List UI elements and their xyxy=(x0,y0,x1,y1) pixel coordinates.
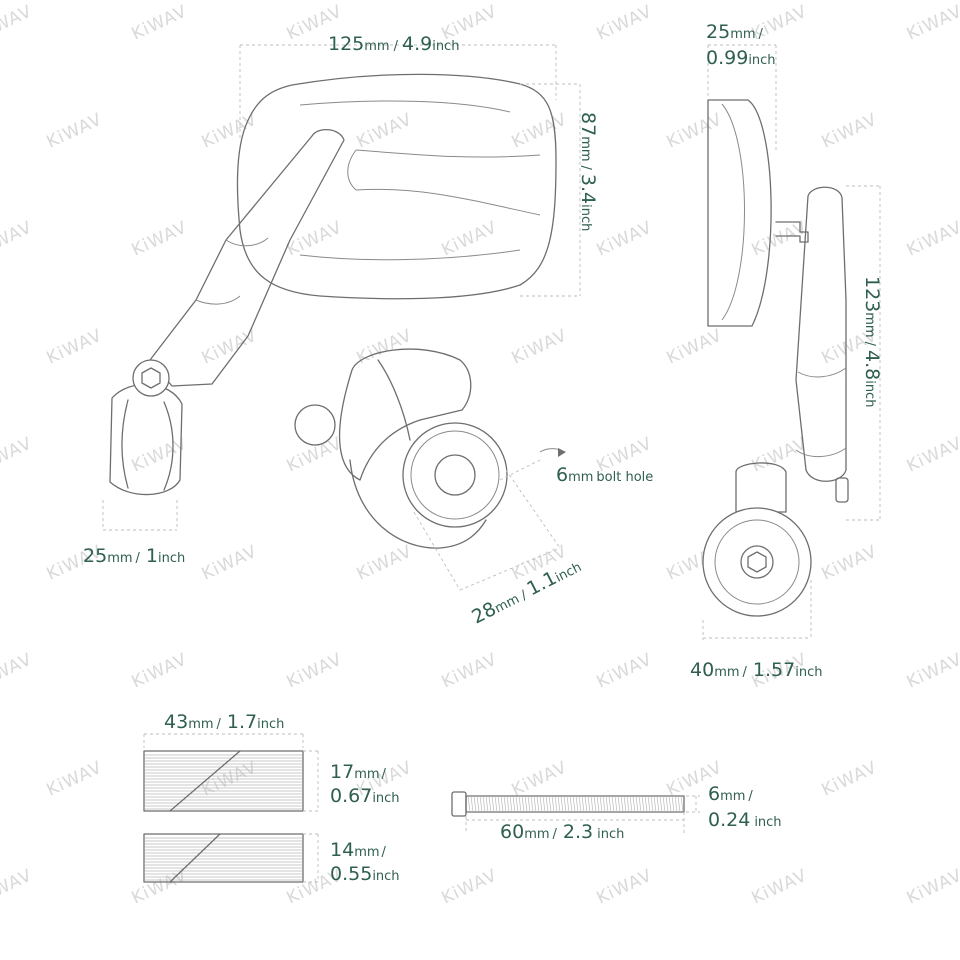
watermark-text: KiWAV xyxy=(354,326,416,369)
bolt-diameter-label-line1: 6mm/ xyxy=(708,783,753,805)
watermark-text: KiWAV xyxy=(199,110,261,153)
watermark-text: KiWAV xyxy=(0,434,36,477)
watermark-text: KiWAV xyxy=(664,110,726,153)
watermark-text: KiWAV xyxy=(509,110,571,153)
watermark-text: KiWAV xyxy=(0,218,36,261)
watermark-text: KiWAV xyxy=(284,218,346,261)
watermark-text: KiWAV xyxy=(749,434,811,477)
shim2-height-label-line2: 0.55inch xyxy=(330,863,400,885)
side-depth-label-line2: 0.99inch xyxy=(706,47,776,69)
watermark-text: KiWAV xyxy=(439,866,501,909)
shim-width-label: 43mm/1.7inch xyxy=(164,711,284,733)
watermark-text: KiWAV xyxy=(749,866,811,909)
watermark-text: KiWAV xyxy=(904,2,960,45)
watermark-text: KiWAV xyxy=(594,218,656,261)
mirror-height-label: 87mm/3.4inch xyxy=(577,112,599,231)
base-width-label: 40mm/1.57inch xyxy=(690,659,822,681)
side-view xyxy=(702,99,849,617)
clamp-width-label: 25mm/1inch xyxy=(83,545,185,567)
watermark-text: KiWAV xyxy=(594,2,656,45)
watermark-text: KiWAV xyxy=(904,434,960,477)
shim-17mm xyxy=(143,750,304,812)
watermark-text: KiWAV xyxy=(904,218,960,261)
shim1-height-label-line1: 17mm/ xyxy=(330,761,387,783)
watermark-text: KiWAV xyxy=(354,110,416,153)
watermark-text: KiWAV xyxy=(819,110,881,153)
watermark-text: KiWAV xyxy=(749,218,811,261)
watermark-text: KiWAV xyxy=(439,650,501,693)
shim2-height-label-line1: 14mm/ xyxy=(330,839,387,861)
watermark-text: KiWAV xyxy=(509,758,571,801)
watermark-text: KiWAV xyxy=(0,866,36,909)
watermark-text: KiWAV xyxy=(594,866,656,909)
watermark-text: KiWAV xyxy=(44,758,106,801)
watermark-text: KiWAV xyxy=(199,326,261,369)
watermark-text: KiWAV xyxy=(129,650,191,693)
clamp-detail xyxy=(294,348,566,549)
front-view-mirror xyxy=(236,73,557,300)
watermark-text: KiWAV xyxy=(44,326,106,369)
watermark-text: KiWAV xyxy=(819,758,881,801)
watermark-text: KiWAV xyxy=(904,650,960,693)
watermark-text: KiWAV xyxy=(664,326,726,369)
watermark-text: KiWAV xyxy=(284,650,346,693)
watermark-text: KiWAV xyxy=(129,218,191,261)
watermark-text: KiWAV xyxy=(819,542,881,585)
watermark-text: KiWAV xyxy=(129,2,191,45)
watermark-text: KiWAV xyxy=(594,650,656,693)
watermark-text: KiWAV xyxy=(509,326,571,369)
watermark-text: KiWAV xyxy=(0,650,36,693)
watermark-text: KiWAV xyxy=(284,434,346,477)
watermark-text: KiWAV xyxy=(0,2,36,45)
bolt-60mm xyxy=(451,791,685,817)
front-view-arm xyxy=(109,129,345,496)
watermark-text: KiWAV xyxy=(199,542,261,585)
shim1-height-label-line2: 0.67inch xyxy=(330,785,400,807)
shim-14mm xyxy=(143,833,304,883)
watermark-text: KiWAV xyxy=(904,866,960,909)
watermark-text: KiWAV xyxy=(44,110,106,153)
dimension-lines xyxy=(102,44,881,883)
side-depth-label-line1: 25mm/ xyxy=(706,21,764,43)
watermark-text: KiWAV xyxy=(354,542,416,585)
side-height-label: 123mm/4.8inch xyxy=(861,276,883,407)
mirror-width-label: 125mm/4.9inch xyxy=(328,33,459,55)
